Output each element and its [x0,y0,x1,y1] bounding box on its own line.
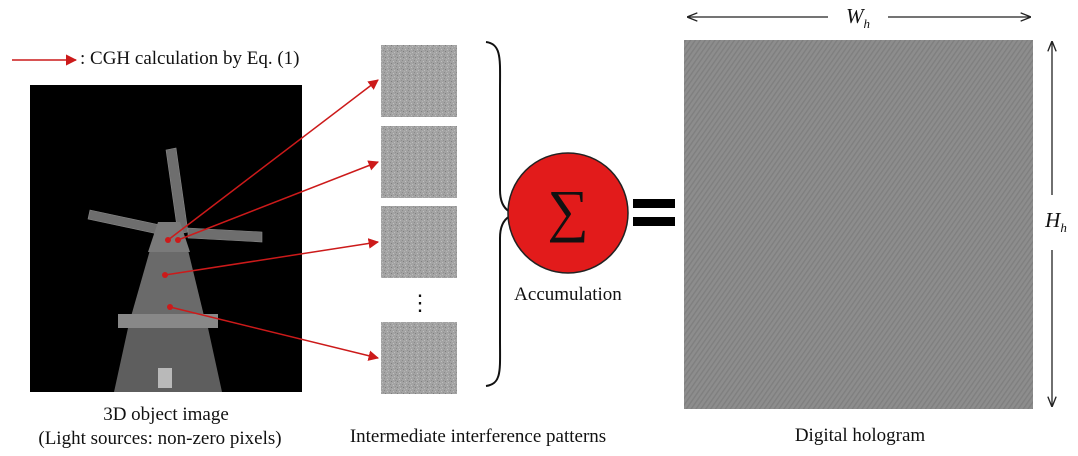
object-caption-line2: (Light sources: non-zero pixels) [38,428,282,449]
height-label-sub: h [1060,220,1067,236]
width-label: Wh [828,4,888,32]
pattern-1 [381,45,457,117]
interference-patterns [381,45,457,394]
sum-symbol: ∑ [547,178,589,243]
height-label: Hh [1036,208,1076,236]
accumulation-label: Accumulation [514,284,622,305]
object-image [30,85,302,392]
width-label-sub: h [863,16,871,32]
legend-text: : CGH calculation by Eq. (1) [80,48,300,69]
object-caption-line1: 3D object image [103,404,229,425]
hologram-caption: Digital hologram [794,425,926,446]
patterns-caption: Intermediate interference patterns [349,426,607,447]
pattern-3 [381,206,457,278]
equals-sign [633,199,675,226]
digital-hologram [684,40,1033,409]
width-label-main: W [846,4,864,28]
height-label-main: H [1045,208,1061,232]
patterns-ellipsis: ⋮ [409,290,431,315]
pattern-2 [381,126,457,198]
accumulation-circle [507,152,629,274]
cgh-arrows [164,79,380,361]
pattern-4 [381,322,457,394]
